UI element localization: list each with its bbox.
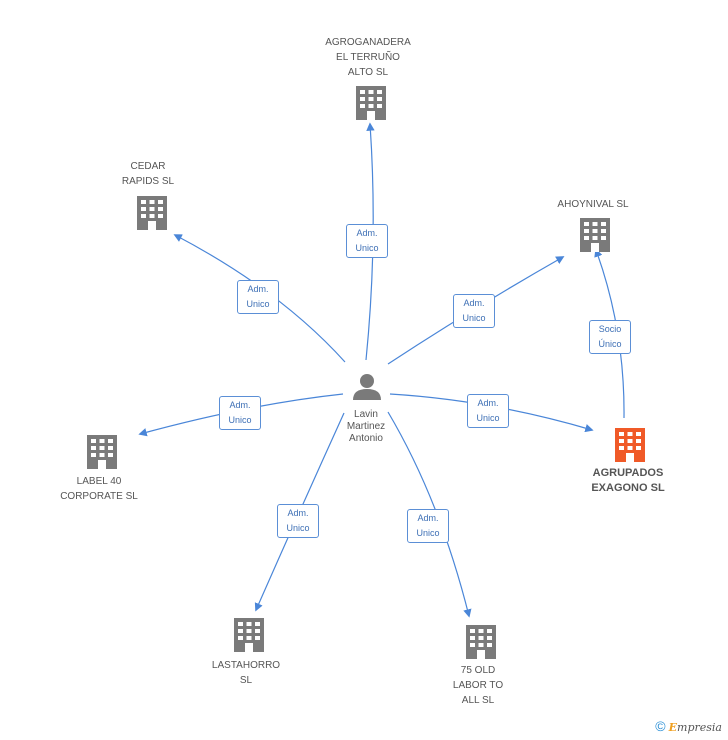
brand-footer: © Empresia <box>655 718 722 734</box>
edge-label-agroganadera: Adm. Unico <box>346 224 388 258</box>
brand-logo: Empresia <box>668 721 722 734</box>
person-icon <box>353 374 381 400</box>
company-label-ahoynival[interactable]: AHOYNIVAL SL <box>557 199 629 210</box>
building-icon-ahoynival <box>580 218 610 252</box>
company-label-cedar[interactable]: CEDAR RAPIDS SL <box>121 161 175 187</box>
edge-label-label40: Adm. Unico <box>219 396 261 430</box>
copyright-icon: © <box>655 718 666 734</box>
company-label-agrupados[interactable]: AGRUPADOS EXAGONO SL <box>591 467 665 494</box>
building-icon-cedar <box>137 196 167 230</box>
company-label-oldlabor[interactable]: 75 OLD LABOR TO ALL SL <box>452 665 504 706</box>
building-icon-lastahorro <box>234 618 264 652</box>
company-label-agroganadera[interactable]: AGROGANADERA EL TERRUÑO ALTO SL <box>325 37 411 78</box>
building-icon-agrupados <box>615 428 645 462</box>
company-label-lastahorro[interactable]: LASTAHORRO SL <box>211 660 281 686</box>
edge-label-ahoynival: Adm. Unico <box>453 294 495 328</box>
edge-oldlabor <box>387 411 472 618</box>
edge-label-oldlabor: Adm. Unico <box>407 509 449 543</box>
building-icon-agroganadera <box>356 86 386 120</box>
edge-label-agrupados: Adm. Unico <box>467 394 509 428</box>
building-icon-label40 <box>87 435 117 469</box>
person-label[interactable]: Lavin Martinez Antonio <box>346 409 386 444</box>
edge-label-cedar: Adm. Unico <box>237 280 279 314</box>
edge-label-lastahorro: Adm. Unico <box>277 504 319 538</box>
company-label-label40[interactable]: LABEL 40 CORPORATE SL <box>60 476 138 502</box>
edge-label-socio: Socio Único <box>589 320 631 354</box>
building-icon-oldlabor <box>466 625 496 659</box>
